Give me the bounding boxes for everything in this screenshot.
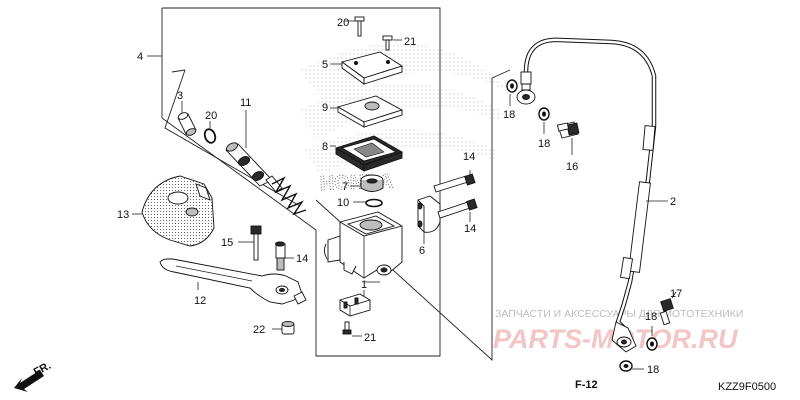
part-9-diaphragm-plate (330, 95, 404, 128)
fr-label: FR. (32, 360, 53, 379)
part-11-piston-set (225, 110, 283, 193)
callout-10: 10 (337, 197, 349, 209)
callout-18-a: 18 (503, 109, 515, 121)
hose-bracket-top (491, 69, 511, 79)
part-19-circlip (203, 121, 217, 144)
callout-12: 12 (194, 295, 206, 307)
part-20-screw-right (382, 35, 402, 51)
callout-21: 21 (364, 332, 376, 344)
part-5-reservoir-cap (330, 51, 404, 85)
part-2-brake-hose (516, 37, 668, 353)
part-22-cap (272, 321, 295, 335)
diagram-code: KZZ9F0500 (718, 381, 776, 393)
callout-4: 4 (137, 51, 143, 63)
callout-22: 22 (253, 324, 265, 336)
callout-20-right: 21 (404, 36, 416, 48)
callout-7: 7 (342, 181, 348, 193)
callout-16: 15 (221, 237, 233, 249)
callout-2: 2 (670, 196, 676, 208)
part-8-diaphragm (330, 135, 404, 172)
callout-19: 20 (205, 110, 217, 122)
callout-18-d: 18 (647, 364, 659, 376)
front-direction-indicator: FR. (14, 360, 53, 392)
part-13-lever-cover (132, 175, 215, 247)
part-1-front-stop-switch (339, 290, 371, 317)
part-18-washer-1 (506, 79, 518, 106)
part-10-circlip (353, 198, 383, 208)
part-18-washer-3 (646, 326, 658, 351)
part-14-bolt-lower (437, 198, 478, 222)
part-18-washer-4 (619, 360, 644, 372)
part-7-float (350, 174, 384, 192)
callout-15: 14 (296, 253, 308, 265)
callout-18-b: 18 (538, 138, 550, 150)
part-15-nut (275, 241, 294, 271)
part-17-banjo-bolt-upper (556, 121, 580, 155)
callout-13: 13 (117, 209, 129, 221)
part-12-brake-lever (159, 258, 307, 305)
part-3-boot (177, 101, 197, 136)
part-20-screw-left (345, 16, 365, 37)
part-1-master-cylinder (323, 211, 403, 283)
callout-14-lower: 14 (464, 223, 476, 235)
callout-20-left: 20 (337, 17, 349, 29)
part-17-banjo-bolt-lower (659, 291, 677, 326)
callout-3: 3 (177, 90, 183, 102)
assembly-frame (161, 7, 441, 357)
callout-5: 5 (322, 59, 328, 71)
callout-1: 1 (361, 279, 367, 291)
part-11-spring (271, 176, 307, 216)
callout-17-lower: 17 (670, 288, 682, 300)
part-16-pivot-bolt (238, 225, 262, 261)
callout-8: 8 (322, 141, 328, 153)
callout-17-upper: 16 (566, 161, 578, 173)
part-21-screw (342, 321, 362, 337)
part-18-washer-2 (538, 107, 550, 134)
callout-6: 6 (419, 245, 425, 257)
callout-9: 9 (322, 102, 328, 114)
part-14-bolt-upper (433, 170, 476, 193)
piston-set-bracket-top (171, 69, 186, 73)
callout-14-upper: 14 (463, 151, 475, 163)
part-6-holder (417, 195, 441, 244)
callout-11: 11 (240, 97, 251, 109)
callout-18-c: 18 (645, 311, 657, 323)
section-reference: F-12 (575, 379, 598, 391)
